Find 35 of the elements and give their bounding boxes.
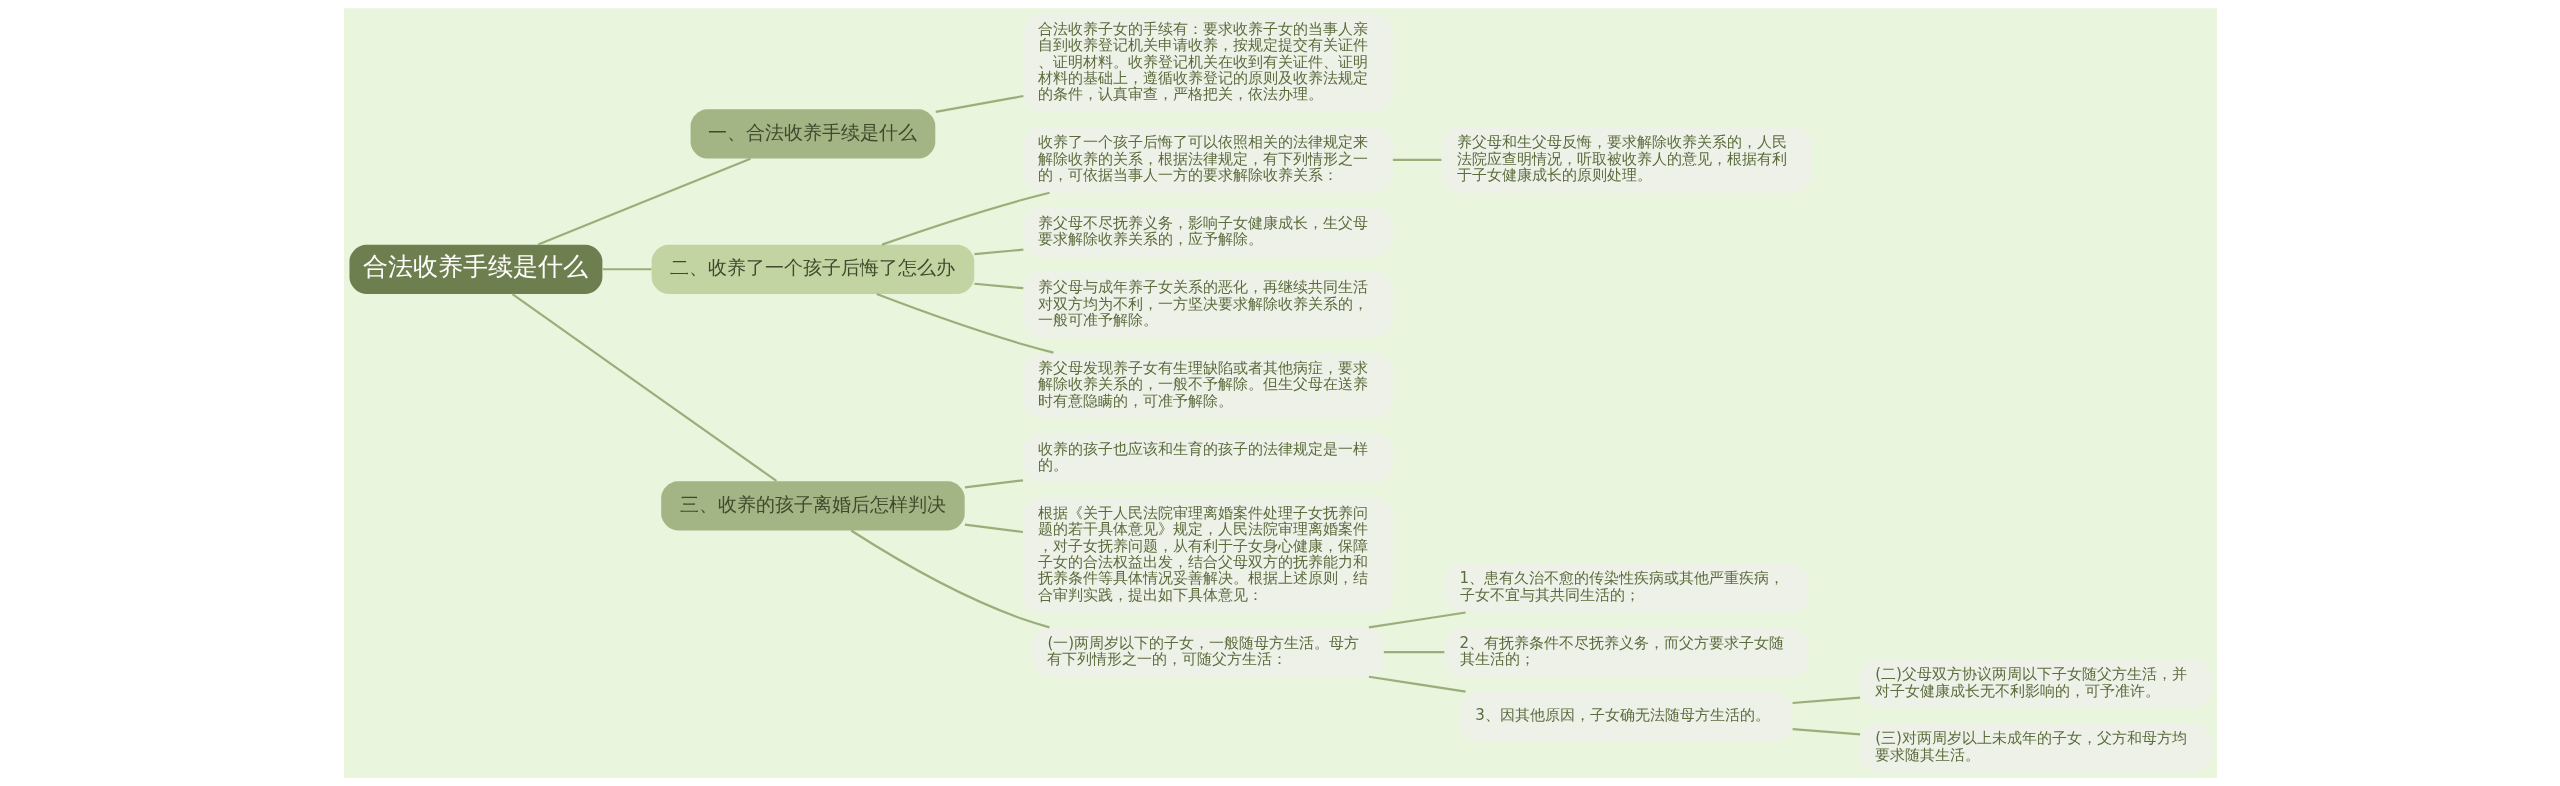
- connector: [973, 248, 1023, 256]
- connector: [881, 191, 1050, 246]
- node-box: 合法收养手续是什么: [348, 244, 602, 294]
- connector: [875, 293, 1054, 354]
- connector: [964, 479, 1023, 489]
- node-box: 收养的孩子也应该和生育的孩子的法律规定是一样的。: [1023, 433, 1393, 483]
- node-box: 根据《关于人民法院审理离婚案件处理子女抚养问题的若干具体意见》规定，人民法院审理离婚案件，对子女抚养问题，从有利于子女身心健康，保障子女的合法权益出发，结合父母双方的抚养能力和抚养条件等具体情况妥善解决。根据上述原则，结合审判实践，提出如下具体意见：: [1023, 497, 1393, 613]
- connector: [935, 94, 1024, 113]
- connector: [973, 282, 1023, 290]
- connector: [1392, 158, 1441, 161]
- connector: [964, 523, 1023, 534]
- node-box: 养父母不尽抚养义务，影响子女健康成长，生父母要求解除收养关系的，应予解除。: [1023, 207, 1393, 257]
- connector: [1368, 675, 1466, 693]
- node-box: 收养了一个孩子后悔了可以依照相关的法律规定来解除收养的关系，根据法律规定，有下列情形之一的，可依据当事人一方的要求解除收养关系：: [1023, 127, 1393, 193]
- node-box: 三、收养的孩子离婚后怎样判决: [660, 481, 965, 531]
- node-box: 二、收养了一个孩子后悔了怎么办: [651, 244, 974, 294]
- node-box: 养父母与成年养子女关系的恶化，再继续共同生活对双方均为不利，一方坚决要求解除收养关系的，一般可准予解除。: [1023, 272, 1393, 338]
- node-box: 养父母发现养子女有生理缺陷或者其他病症，要求解除收养关系的，一般不予解除。但生父母在送养时有意隐瞒的，可准予解除。: [1023, 352, 1393, 419]
- connector: [1368, 611, 1466, 629]
- node-box: 养父母和生父母反悔，要求解除收养关系的，人民法院应查明情况，听取被收养人的意见，根据有利于子女健康成长的原则处理。: [1441, 127, 1811, 193]
- connector: [1792, 727, 1860, 736]
- node-box: (一)两周岁以下的子女，一般随母方生活。母方有下列情形之一的，可随父方生活：: [1031, 627, 1384, 677]
- connector: [850, 529, 1050, 629]
- node-box: 一、合法收养手续是什么: [690, 109, 935, 159]
- connector: [1792, 696, 1860, 705]
- connector: [537, 157, 751, 246]
- connector: [602, 268, 651, 271]
- connector: [511, 293, 777, 482]
- node-box: 1、患有久治不愈的传染性疾病或其他严重疾病，子女不宜与其共同生活的；: [1444, 563, 1808, 613]
- connector: [1383, 651, 1444, 654]
- node-box: 3、因其他原因，子女确无法随母方生活的。: [1459, 691, 1792, 741]
- node-box: (三)对两周岁以上未成年的子女，父方和母方均要求随其生活。: [1859, 723, 2212, 773]
- node-box: 2、有抚养条件不尽抚养义务，而父方要求子女随其生活的；: [1444, 627, 1808, 677]
- node-box: (二)父母双方协议两周以下子女随父方生活，并对子女健康成长无不利影响的，可予准许。: [1859, 658, 2212, 709]
- node-box: 合法收养子女的手续有：要求收养子女的当事人亲自到收养登记机关申请收养，按规定提交有关证件、证明材料。收养登记机关在收到有关证件、证明材料的基础上，遵循收养登记的原则及收养法规定的条件，认真审查，严格把关，依法办理。: [1023, 13, 1393, 113]
